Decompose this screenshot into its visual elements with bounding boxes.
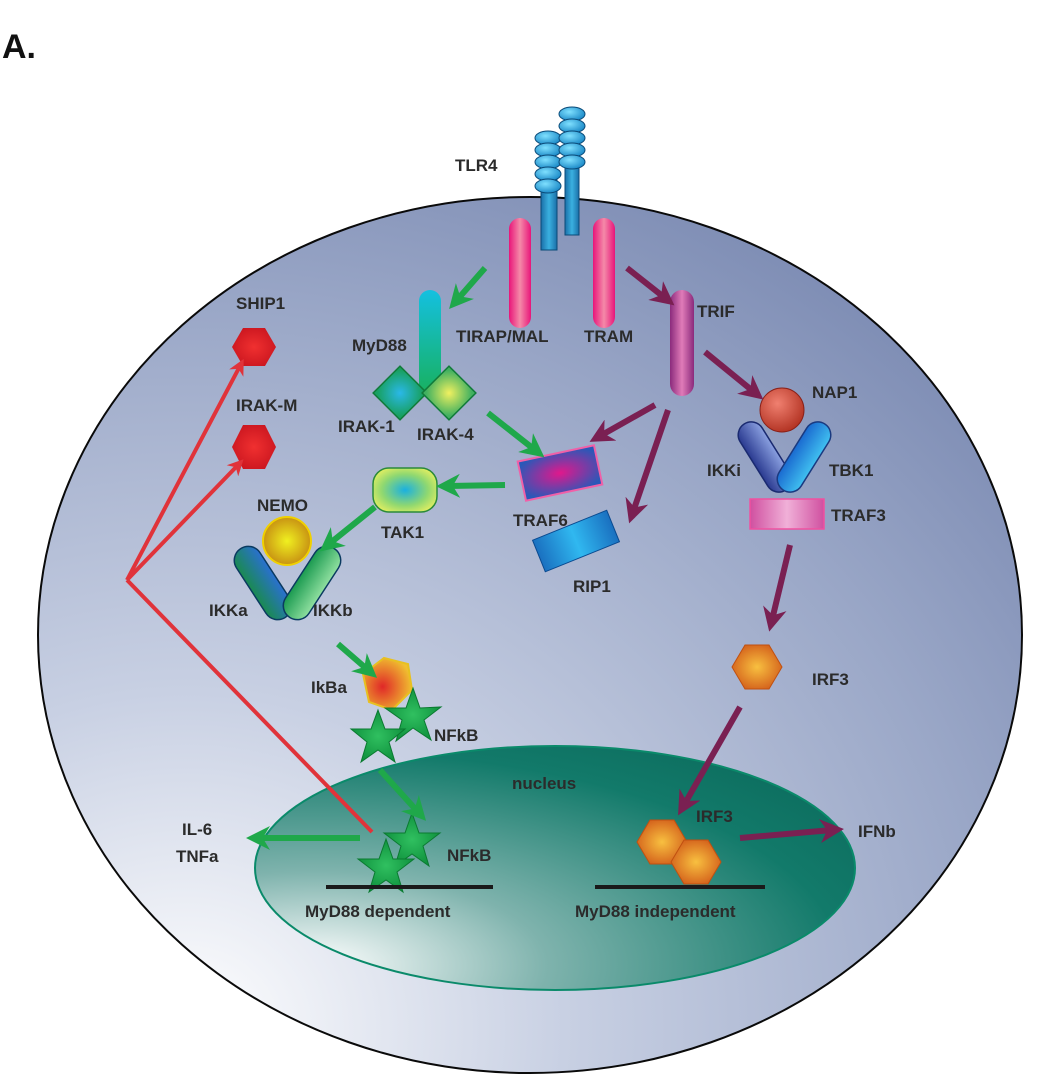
rip1-kinase xyxy=(531,509,621,573)
label-irf3-cytoplasm: IRF3 xyxy=(812,670,849,689)
nap1-protein xyxy=(759,387,805,433)
label-tram: TRAM xyxy=(584,327,633,346)
arrow-traf3-to-irf3 xyxy=(763,544,793,632)
nfkb-cytoplasmic xyxy=(349,686,443,764)
tirap-mal-adaptor xyxy=(509,218,531,328)
trif-pathway-arrows xyxy=(589,265,844,843)
label-nfkb-nucleus: NFkB xyxy=(447,846,491,865)
label-trif: TRIF xyxy=(697,302,735,321)
arrow-tirap-to-myd88 xyxy=(449,266,488,310)
label-ifnb: IFNb xyxy=(858,822,896,841)
label-il6: IL-6 xyxy=(182,820,212,839)
label-ikka: IKKa xyxy=(209,601,248,620)
label-ikki: IKKi xyxy=(707,461,741,480)
label-myd88: MyD88 xyxy=(352,336,407,355)
irf3-nuclear-dimer xyxy=(636,819,722,885)
ikk-complex xyxy=(233,516,342,621)
label-ikba: IkBa xyxy=(311,678,347,697)
label-traf3: TRAF3 xyxy=(831,506,886,525)
irak1-kinase xyxy=(372,365,428,421)
arrow-trif-to-nap1 xyxy=(703,349,764,400)
label-rip1: RIP1 xyxy=(573,577,611,596)
label-tirap-mal: TIRAP/MAL xyxy=(456,327,549,346)
myd88-pathway-arrows xyxy=(246,266,545,850)
trif-adaptor xyxy=(670,290,694,396)
irakm-protein xyxy=(232,425,276,469)
ikka-kinase xyxy=(233,545,293,621)
tlr4-ectodomain-beads xyxy=(534,106,586,194)
label-myd88-independent: MyD88 independent xyxy=(575,902,736,921)
arrow-tak1-to-ikk xyxy=(319,504,377,552)
label-nfkb-cytoplasm: NFkB xyxy=(434,726,478,745)
label-nucleus: nucleus xyxy=(512,774,576,793)
label-nap1: NAP1 xyxy=(812,383,857,402)
label-myd88-dependent: MyD88 dependent xyxy=(305,902,451,921)
arrow-nfkb-to-nucleus xyxy=(377,767,427,821)
nemo-protein xyxy=(262,516,312,566)
label-irak4: IRAK-4 xyxy=(417,425,474,444)
traf6-protein xyxy=(516,444,604,502)
labels: TLR4 TIRAP/MAL TRAM TRIF MyD88 IRAK-1 IR… xyxy=(176,156,896,921)
irak4-kinase xyxy=(421,365,477,421)
tlr4-receptor xyxy=(534,106,586,251)
irf3-cytoplasmic xyxy=(731,644,783,690)
nfkb-nuclear xyxy=(356,811,442,894)
arrow-to-ship1 xyxy=(125,358,244,581)
label-irak1: IRAK-1 xyxy=(338,417,395,436)
label-tak1: TAK1 xyxy=(381,523,424,542)
tak1-kinase xyxy=(372,467,438,513)
label-ikkb: IKKb xyxy=(313,601,353,620)
feedback-stem xyxy=(125,578,374,834)
arrow-ikk-to-ikba xyxy=(336,641,378,678)
tbk1-kinase xyxy=(776,421,832,493)
label-irakm: IRAK-M xyxy=(236,396,297,415)
feedback-arrows xyxy=(125,358,374,834)
label-nemo: NEMO xyxy=(257,496,308,515)
arrow-irf3-to-nucleus xyxy=(678,705,743,816)
myd88-adaptor xyxy=(419,290,441,398)
label-tlr4: TLR4 xyxy=(455,156,498,175)
arrow-traf6-to-tak1 xyxy=(436,473,506,498)
arrow-to-irakm xyxy=(125,459,244,582)
ship1-protein xyxy=(232,328,276,366)
arrow-tram-to-trif xyxy=(625,265,675,306)
arrow-trif-to-traf6 xyxy=(589,402,657,442)
arrow-irak-to-traf6 xyxy=(486,410,545,458)
label-tnfa: TNFa xyxy=(176,847,219,866)
label-irf3-nucleus: IRF3 xyxy=(696,807,733,826)
arrow-trif-to-rip1 xyxy=(625,409,671,524)
tram-adaptor xyxy=(593,218,615,328)
arrow-irf3-to-ifnb xyxy=(739,819,844,843)
traf3-protein xyxy=(749,498,825,530)
label-ship1: SHIP1 xyxy=(236,294,285,313)
label-traf6: TRAF6 xyxy=(513,511,568,530)
label-tbk1: TBK1 xyxy=(829,461,873,480)
panel-label: A. xyxy=(2,28,36,66)
